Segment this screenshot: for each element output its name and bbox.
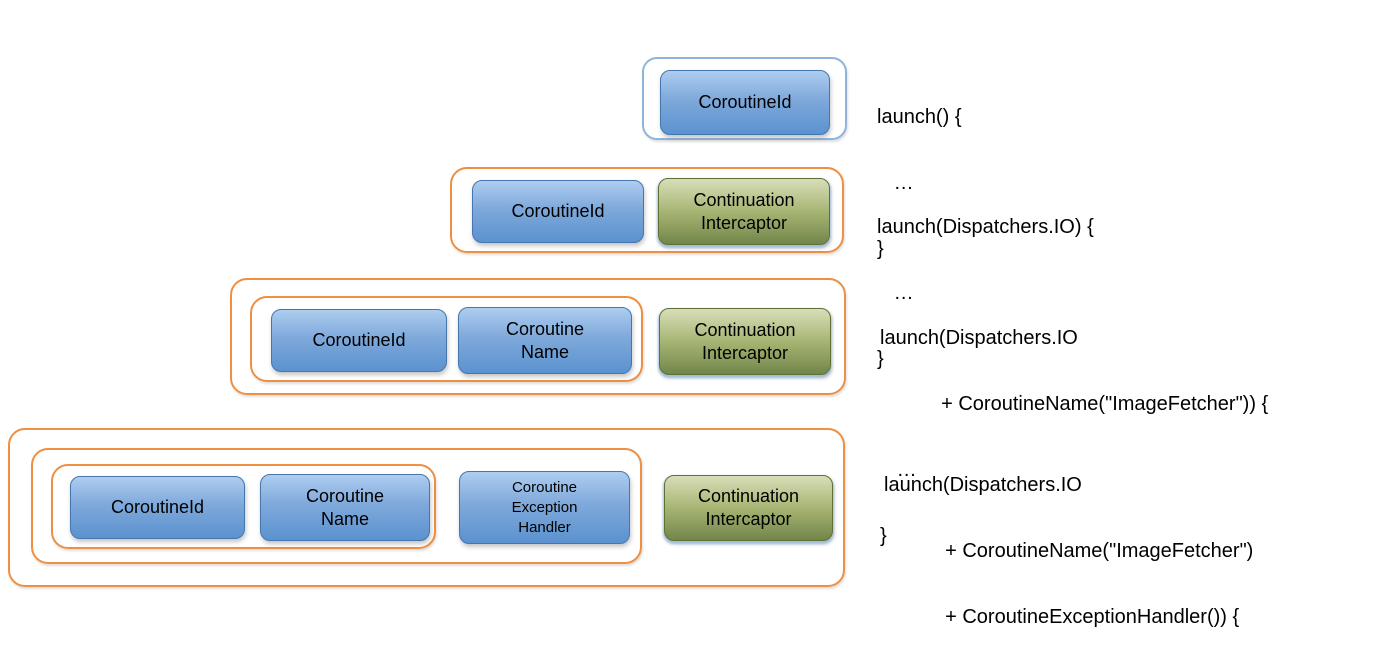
- code-line: …: [877, 172, 914, 194]
- code-line: launch(Dispatchers.IO: [884, 474, 1082, 496]
- coroutine-id-box: CoroutineId: [660, 70, 830, 135]
- code-line: }: [877, 238, 884, 260]
- coroutine-name-box: Coroutine Name: [260, 474, 430, 541]
- code-line: }: [877, 348, 884, 370]
- code-snippet-row1: launch() { … }: [877, 62, 962, 304]
- code-snippet-row3: launch(Dispatchers.IO + CoroutineName("I…: [880, 283, 1268, 591]
- coroutine-id-box: CoroutineId: [271, 309, 447, 372]
- context-container-row2: [450, 167, 844, 253]
- context-container-row3-outer: [230, 278, 846, 395]
- code-line: + CoroutineName("ImageFetcher"): [884, 540, 1254, 562]
- code-line: + CoroutineExceptionHandler()) {: [884, 606, 1240, 628]
- code-line: }: [880, 525, 887, 547]
- coroutine-id-box: CoroutineId: [70, 476, 245, 539]
- code-snippet-row2: launch(Dispatchers.IO) { … }: [877, 172, 1094, 414]
- continuation-interceptor-box: Continuation Intercaptor: [658, 178, 830, 245]
- code-line: launch() {: [877, 106, 962, 128]
- code-line: + CoroutineName("ImageFetcher")) {: [880, 393, 1269, 415]
- code-snippet-row4: launch(Dispatchers.IO + CoroutineName("I…: [884, 430, 1253, 664]
- code-line: launch(Dispatchers.IO) {: [877, 216, 1094, 238]
- continuation-interceptor-box: Continuation Intercaptor: [664, 475, 833, 541]
- coroutine-name-box: Coroutine Name: [458, 307, 632, 374]
- code-line: launch(Dispatchers.IO: [880, 327, 1078, 349]
- continuation-interceptor-box: Continuation Intercaptor: [659, 308, 831, 375]
- context-container-row3-inner: [250, 296, 643, 382]
- coroutine-id-box: CoroutineId: [472, 180, 644, 243]
- context-container-row4-outer: [8, 428, 845, 587]
- code-line: …: [877, 282, 914, 304]
- coroutine-exception-handler-box: Coroutine Exception Handler: [459, 471, 630, 544]
- context-container-row4-inner: [51, 464, 436, 549]
- code-line: …: [880, 459, 917, 481]
- context-container-row4-middle: [31, 448, 642, 564]
- context-container-row1: [642, 57, 847, 140]
